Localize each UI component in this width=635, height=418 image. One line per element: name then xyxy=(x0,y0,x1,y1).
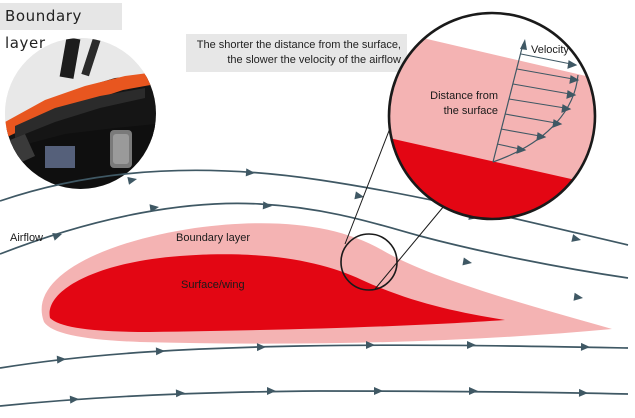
streamline-arrows xyxy=(52,168,590,404)
focus-circle xyxy=(340,233,398,291)
distance-label-line-2: the surface xyxy=(443,105,498,117)
arrow-head-icon xyxy=(578,388,588,397)
velocity-vectors xyxy=(496,53,580,154)
airflow-label: Airflow xyxy=(10,232,44,244)
magnified-view xyxy=(389,13,595,219)
velocity-axis xyxy=(492,43,524,163)
caption-box: The shorter the distance from the surfac… xyxy=(186,34,407,72)
velocity-label: Velocity xyxy=(531,44,569,56)
velocity-axis-arrowhead xyxy=(520,39,527,50)
boundary-layer-label: Boundary layer xyxy=(176,232,250,244)
arrow-head-icon xyxy=(467,341,476,349)
magnifier-circle xyxy=(387,11,597,221)
distance-from-surface-label: Distance from the surface xyxy=(420,89,498,119)
arrow-head-icon xyxy=(69,395,79,404)
arrow-head-icon xyxy=(127,176,137,185)
race-car-wing-photo-icon xyxy=(5,38,156,189)
arrow-head-icon xyxy=(155,347,165,356)
wing-surface xyxy=(49,254,505,332)
caption-line-1: The shorter the distance from the surfac… xyxy=(196,39,401,51)
streamline-1 xyxy=(0,169,629,246)
streamline-2 xyxy=(0,202,629,279)
arrow-head-icon xyxy=(56,355,66,364)
arrow-head-icon xyxy=(267,387,276,395)
diagram-title: Boundary layer xyxy=(0,3,122,52)
arrow-head-icon xyxy=(374,387,383,395)
caption-line-2: the slower the velocity of the airflow xyxy=(227,54,401,66)
arrow-head-icon xyxy=(149,204,159,213)
arrow-head-icon xyxy=(354,191,364,200)
arrow-head-icon xyxy=(469,387,478,395)
surface-wing-label: Surface/wing xyxy=(181,279,245,291)
arrow-head-icon xyxy=(262,201,272,210)
arrow-head-icon xyxy=(52,232,62,241)
arrow-head-icon xyxy=(256,343,266,352)
streamline-4 xyxy=(0,390,629,407)
arrow-head-icon xyxy=(245,168,255,177)
arrow-head-icon xyxy=(573,292,583,301)
arrow-head-icon xyxy=(175,389,185,398)
streamline-3 xyxy=(0,344,629,369)
arrow-head-icon xyxy=(571,234,581,242)
distance-label-line-1: Distance from xyxy=(430,90,498,102)
arrow-head-icon xyxy=(462,257,472,266)
car-photo xyxy=(5,38,156,189)
arrow-head-icon xyxy=(580,342,590,351)
arrow-head-icon xyxy=(366,341,375,349)
zoom-line-bottom xyxy=(374,205,445,290)
streamlines xyxy=(0,169,629,407)
